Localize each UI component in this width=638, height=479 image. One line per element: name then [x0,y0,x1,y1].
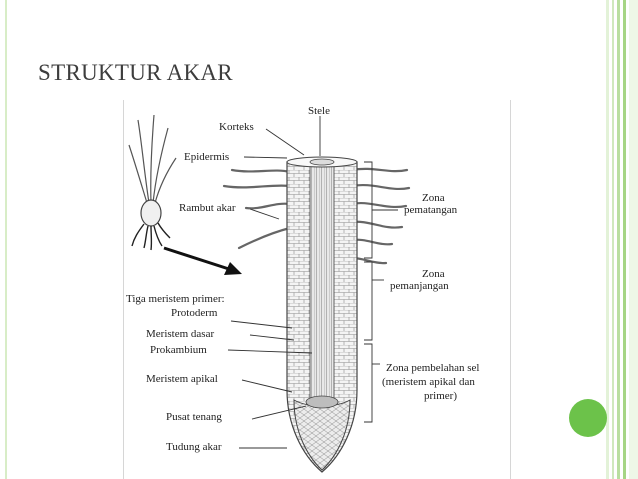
leader-lines [227,116,321,449]
meristem-apikal-label: Meristem apikal [146,373,218,385]
protoderm-label: Protoderm [171,307,218,319]
zona-pemanjangan-label-2: pemanjangan [390,280,449,292]
plant-illustration [128,114,177,251]
rambut-akar-label: Rambut akar [179,202,236,214]
zona-pemanjangan-label-1: Zona [422,268,445,280]
root-structure-figure: Stele Korteks Epidermis Rambut akar Tiga… [123,100,511,479]
korteks-label: Korteks [219,121,254,133]
tiga-meristem-label: Tiga meristem primer: [126,293,225,305]
slide-right-stripes [606,0,638,479]
pusat-tenang-label: Pusat tenang [166,411,222,423]
zona-pematangan-label-1: Zona [422,192,445,204]
root-diagram [128,114,411,473]
green-circle-decoration [569,399,607,437]
slide-left-border [5,0,7,479]
zone-brackets [364,161,398,423]
prokambium-label: Prokambium [150,344,207,356]
arrow-to-root [163,246,242,275]
zona-pembelahan-label-3: primer) [424,390,457,402]
zona-pembelahan-label-1: Zona pembelahan sel [386,362,480,374]
slide-title: STRUKTUR AKAR [38,60,233,85]
meristem-dasar-label: Meristem dasar [146,328,215,340]
root-body [286,156,358,473]
tudung-akar-label: Tudung akar [166,441,222,453]
epidermis-label: Epidermis [184,151,230,163]
zona-pembelahan-label-2: (meristem apikal dan [382,376,475,388]
zona-pematangan-label-2: pematangan [404,204,458,216]
stele-label: Stele [308,105,330,117]
